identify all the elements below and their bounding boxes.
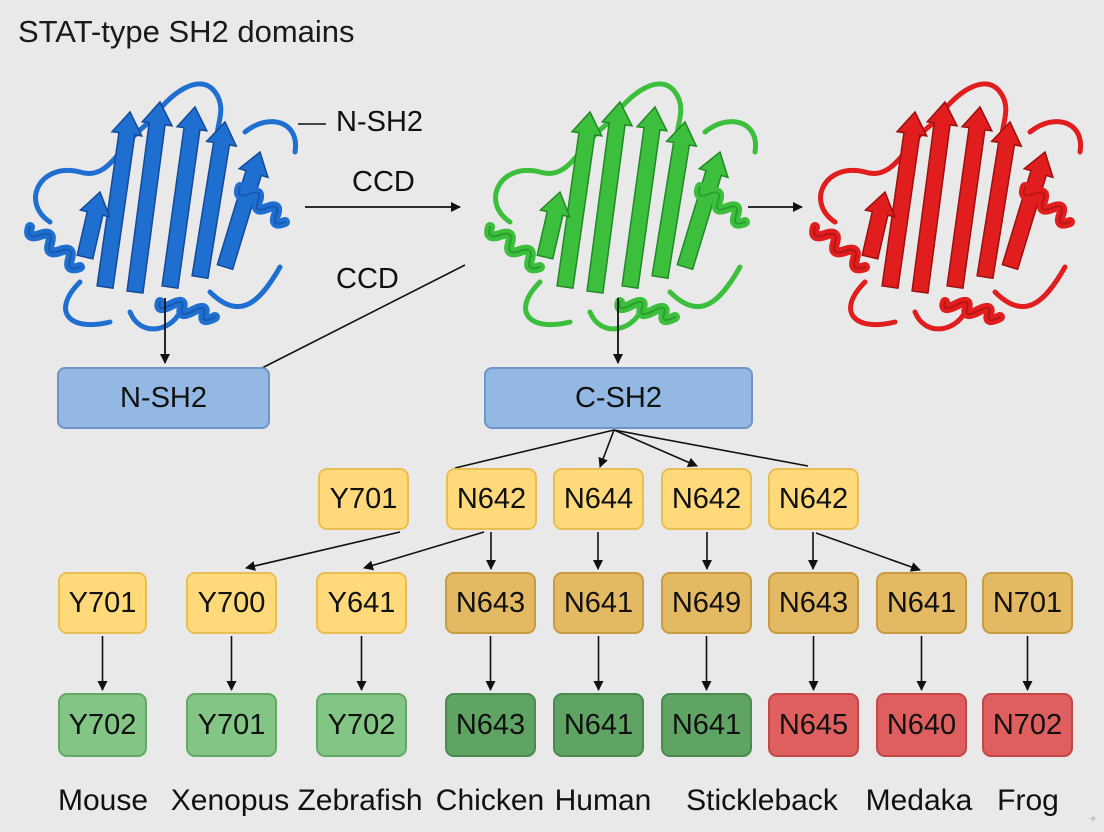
n-sh2-structure [24,81,298,332]
residue-box-row3: N640 [876,693,967,757]
alpha-helix [614,296,680,326]
alpha-helix [809,222,870,274]
row1-to-y641-arrow [363,531,485,571]
beta-strand [161,105,209,289]
residue-box-row3: N702 [982,693,1073,757]
ribbon-loop [63,279,113,328]
ribbon-loop [242,119,298,155]
n-sh2-box: N-SH2 [57,367,270,429]
residue-box-row1: N642 [661,468,752,530]
figure-title: STAT-type SH2 domains [18,14,355,49]
beta-strand [976,120,1023,280]
residue-box-row2: N643 [768,572,859,634]
beta-strand [191,120,238,280]
alpha-helix [939,296,1005,326]
beta-strand [76,190,111,260]
beta-strand [676,150,730,271]
beta-strand [1001,150,1055,271]
species-label: Chicken [435,784,545,817]
alpha-helix-shade [237,186,286,225]
ribbon-loop [127,309,183,332]
csh2-to-n642b-arrow [613,429,698,468]
alpha-helix-shade [813,226,866,270]
beta-strand [651,120,698,280]
species-label: Xenopus [170,784,290,817]
c-sh2-box: C-SH2 [484,367,753,429]
residue-box-row3: Y702 [316,693,407,757]
species-label: Frog [997,784,1059,817]
row1-to-y700-arrow [245,531,401,571]
residue-box-row3: Y702 [58,693,147,757]
beta-strand [96,110,144,289]
species-label: Mouse [57,784,149,817]
species-label: Medaka [865,784,973,817]
ccd-top-label: CCD [352,166,415,198]
ribbon-loop [1027,119,1083,155]
ribbon-loop [587,309,643,332]
species-label: Zebrafish [297,784,423,817]
ccd-diag-label: CCD [336,263,399,295]
alpha-helix-shade [1022,186,1071,225]
ribbon-loop [523,279,573,328]
beta-strand [861,190,896,260]
beta-strand [946,105,994,289]
residue-box-row2: Y700 [186,572,277,634]
residue-box-row1: Y701 [318,468,409,530]
row2-to-row3-arrows [97,636,1033,691]
ribbon-loop [667,264,743,310]
residue-box-row2: Y701 [58,572,147,634]
residue-box-row2: N649 [661,572,752,634]
residue-box-row2: N641 [876,572,967,634]
residue-box-row2: N643 [445,572,536,634]
alpha-helix-shade [697,186,746,225]
residue-box-row1: N642 [768,468,859,530]
csh2-to-n644-arrow [598,429,615,468]
residue-box-row2: N641 [553,572,644,634]
ccd-diag-line [261,264,466,369]
species-label: Stickleback [686,784,838,817]
residue-box-row2: Y641 [316,572,407,634]
residue-box-row3: N641 [553,693,644,757]
beta-strand [881,110,929,289]
residue-box-row3: N643 [445,693,536,757]
beta-strand [621,105,669,289]
alpha-helix [484,222,545,274]
beta-strand [911,100,959,294]
beta-strand [536,190,571,260]
beta-strand [216,150,270,271]
alpha-helix-shade [618,300,676,322]
residue-box-row1: N644 [553,468,644,530]
alpha-helix-shade [28,226,81,270]
residue-box-row2: N701 [982,572,1073,634]
red-sh2-structure [809,81,1083,332]
alpha-helix-shade [488,226,541,270]
csh2-to-row1-line [454,429,615,469]
beta-strand [586,100,634,294]
residue-box-row3: Y701 [186,693,277,757]
alpha-helix-shade [943,300,1001,322]
ribbon-loop [992,264,1068,310]
alpha-helix [154,296,220,326]
species-label: Human [554,784,652,817]
ribbon-loop [912,309,968,332]
ribbon-loop [207,264,283,310]
ribbon-loop [848,279,898,328]
residue-box-row1: N642 [446,468,537,530]
blue-structure-label: N-SH2 [336,106,424,138]
residue-box-row3: N641 [661,693,752,757]
watermark: ✦ [1087,812,1098,826]
alpha-helix-shade [158,300,216,322]
alpha-helix [24,222,85,274]
beta-strand [126,100,174,294]
c-sh2-structure [484,81,758,332]
residue-box-row3: N645 [768,693,859,757]
csh2-to-n642c-line [613,429,809,467]
beta-strand [556,110,604,289]
ribbon-loop [702,119,758,155]
n642c-to-n641-arrow [815,532,921,572]
